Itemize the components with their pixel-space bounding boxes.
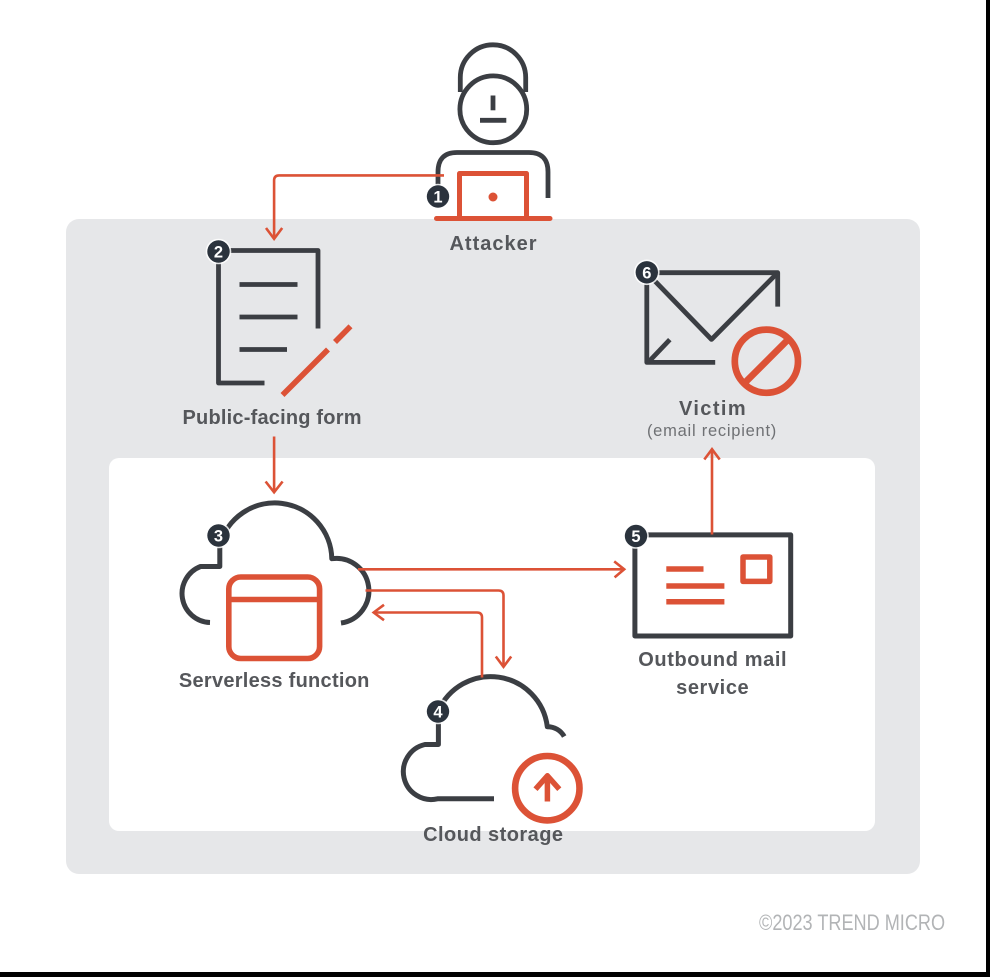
svg-text:5: 5 <box>631 528 640 546</box>
svg-text:3: 3 <box>214 528 223 546</box>
svg-text:2: 2 <box>214 244 223 262</box>
svg-text:4: 4 <box>433 704 443 722</box>
svg-text:6: 6 <box>642 264 651 282</box>
svg-text:1: 1 <box>433 189 442 207</box>
